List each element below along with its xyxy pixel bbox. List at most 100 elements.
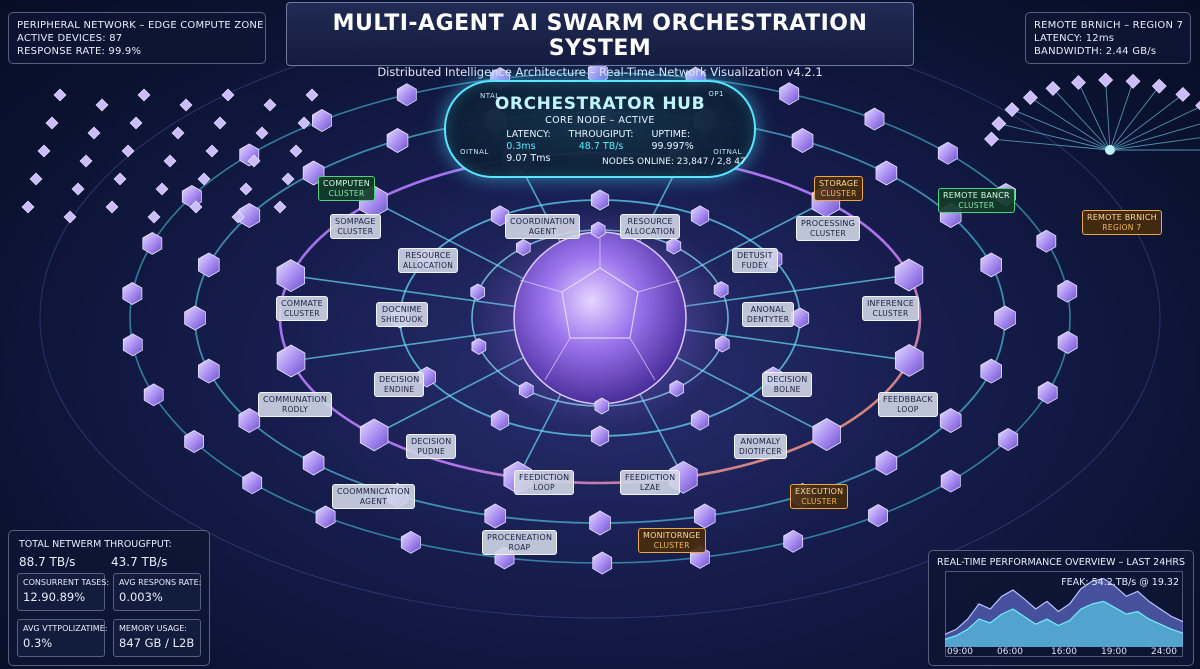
label-line2: SHIEDUOK [381, 315, 423, 324]
edge-device-right-5 [1071, 75, 1086, 90]
ring-node-0 [895, 343, 924, 377]
label-line2: CLUSTER [810, 229, 846, 238]
performance-title: REAL-TIME PERFORMANCE OVERVIEW – LAST 24… [937, 557, 1186, 568]
peripheral-title: PERIPHERAL NETWORK – EDGE COMPUTE ZONE [17, 20, 264, 31]
edge-device-left-20 [289, 144, 303, 158]
edge-device-right-8 [1151, 78, 1167, 94]
hub-stats: LATENCY: 0.3ms 9.07 Tms THROUGIPUT: 48.7… [446, 129, 754, 165]
label-line1: EXECUTION [795, 487, 844, 496]
edge-device-right-7 [1125, 73, 1141, 89]
label-line2: DENTYTER [747, 315, 790, 324]
label-line2: PUDNE [417, 447, 446, 456]
label-line1: ANOMALY [740, 437, 781, 446]
core-node-3 [518, 381, 534, 399]
edge-device-left-18 [205, 144, 219, 158]
hub-throughput: THROUGIPUT: 48.7 TB/s [569, 129, 634, 165]
avg-utilization-value: 0.3% [23, 636, 53, 650]
mid-node-1 [980, 358, 1002, 384]
remote-link-5 [1078, 82, 1111, 151]
outer-node-13 [143, 383, 164, 407]
throughput-panel: TOTAL NETWERM THROUGFPUT: 88.7 TB/s 43.7… [8, 530, 210, 666]
peripheral-network-panel: PERIPHERAL NETWORK – EDGE COMPUTE ZONE A… [8, 12, 266, 64]
remote-link-11 [1109, 123, 1200, 151]
outer-node-25 [864, 107, 885, 131]
x-tick-1: 06:00 [997, 647, 1023, 657]
memory-usage-value: 847 GB / L2B [119, 636, 195, 650]
throughput-heading: TOTAL NETWERM THROUGFPUT: [19, 539, 172, 550]
mid-node-6 [589, 510, 611, 536]
label-line1: FEEDICTION [519, 473, 570, 482]
hub-latency-value: 0.3ms [506, 141, 536, 152]
edge-device-left-9 [129, 116, 143, 130]
remote-link-2 [1011, 109, 1111, 151]
core-node-8 [666, 237, 682, 255]
outer-node-2 [998, 428, 1019, 451]
core-node-5 [470, 283, 486, 301]
edge-device-nodes [21, 72, 1200, 224]
label-line2: LOOP [897, 405, 919, 414]
label-line2: CLUSTER [328, 189, 365, 198]
edge-device-right-2 [1004, 102, 1020, 117]
x-tick-4: 24:00 [1151, 647, 1177, 657]
avg-utilization-box: AVG VTTPOLIZATIME: 0.3% [17, 619, 107, 657]
orchestrator-hub-panel[interactable]: NTAL OP1 OITNAL OITNAL ORCHESTRATOR HUB … [444, 80, 756, 178]
memory-usage-label: MEMORY USAGE: [119, 624, 187, 633]
hub-latency: LATENCY: 0.3ms 9.07 Tms [506, 129, 550, 165]
core-node-9 [713, 281, 729, 299]
edge-device-left-17 [163, 154, 177, 168]
hub-title: ORCHESTRATOR HUB [494, 94, 706, 114]
chart-line-1 [945, 600, 1183, 640]
inner-node-9 [590, 189, 610, 211]
edge-device-right-10 [1195, 100, 1200, 111]
remote-link-12 [1109, 137, 1200, 151]
mid-node-16 [386, 128, 409, 153]
label-line1: COORDINATION [510, 217, 576, 226]
throughput-value-2: 43.7 TB/s [111, 555, 168, 569]
outer-node-16 [142, 231, 163, 255]
hub-throughput-label: THROUGIPUT: [568, 129, 634, 140]
mid-node-2 [939, 408, 962, 433]
outer-node-12 [184, 430, 205, 453]
edge-device-left-1 [95, 98, 109, 112]
edge-device-left-8 [87, 126, 101, 140]
core-node-7 [590, 221, 606, 239]
remote-bandwidth: BANDWIDTH: 2.44 GB/s [1034, 46, 1157, 57]
label-line1: COMMUNATION [263, 395, 328, 404]
label-line2: CLUSTER [958, 201, 995, 210]
label-line1: COMMATE [281, 299, 323, 308]
label-line1: REMOTE BANCR [943, 191, 1010, 200]
edge-device-left-22 [71, 182, 85, 196]
label-line2: ALLOCATION [403, 261, 454, 270]
performance-chart [945, 577, 1183, 647]
label-line2: REGION 7 [1102, 223, 1142, 232]
hub-corner-br: OITNAL [713, 148, 742, 156]
edge-device-left-33 [231, 210, 245, 224]
label-line2: BOLNE [773, 385, 801, 394]
edge-device-left-2 [137, 88, 151, 102]
edge-device-left-21 [29, 172, 43, 186]
edge-device-left-27 [281, 172, 295, 186]
hub-nodes-online: NODES ONLINE: 23,847 / 2,8 47 [602, 157, 746, 167]
label-line2: CLUSTER [801, 497, 838, 506]
page-subtitle: Distributed Intelligence Architecture – … [377, 65, 823, 79]
edge-device-left-25 [197, 172, 211, 186]
outer-node-26 [937, 141, 958, 165]
edge-device-left-19 [247, 154, 261, 168]
outer-node-20 [396, 83, 417, 107]
outer-node-1 [1037, 381, 1058, 405]
edge-device-left-0 [53, 88, 67, 102]
label-line2: AGENT [528, 227, 557, 236]
edge-device-left-30 [105, 200, 119, 214]
remote-link-7 [1109, 81, 1134, 151]
edge-device-left-6 [305, 88, 319, 102]
